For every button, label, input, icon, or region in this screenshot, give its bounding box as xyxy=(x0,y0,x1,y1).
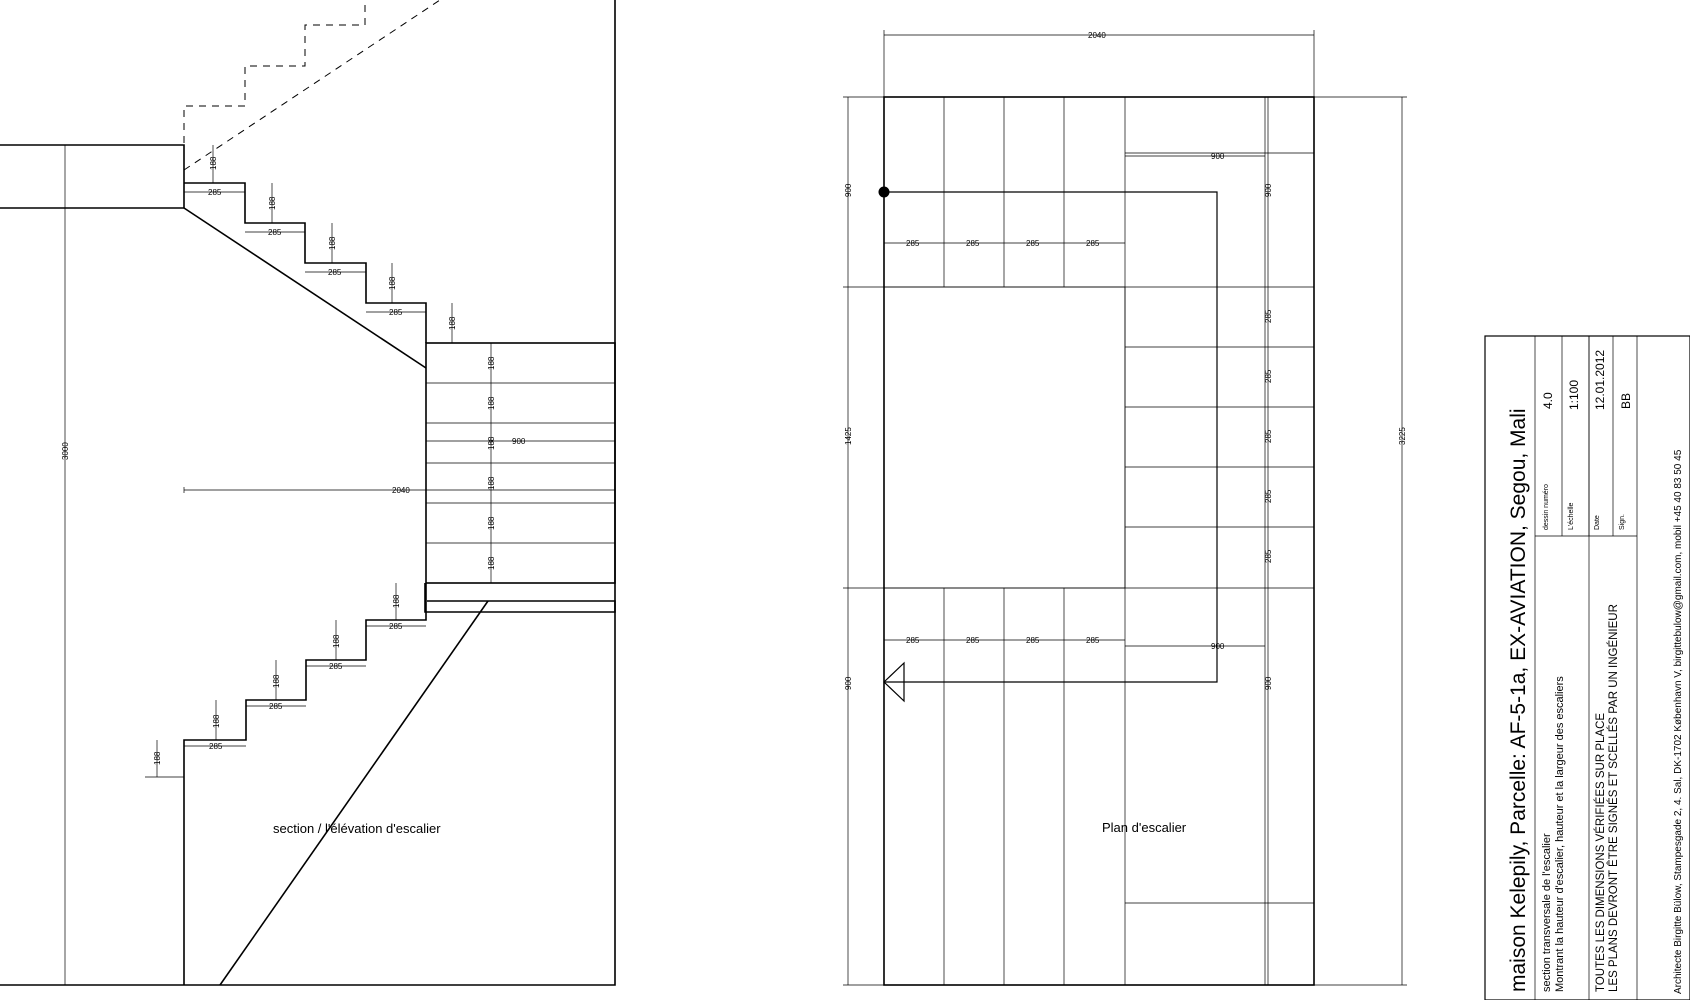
dashed-diagonal xyxy=(183,0,441,171)
plan-right-tread-dim: 285 xyxy=(1264,309,1273,323)
plan-top-tread-dim: 285 xyxy=(1026,239,1040,248)
scale-label: L'échelle xyxy=(1568,502,1575,530)
plan-top-tread-dim: 285 xyxy=(1086,239,1100,248)
section-caption: section / l'élévation d'escalier xyxy=(273,821,441,836)
landing-tread-lines xyxy=(426,382,615,544)
plan-total-depth-dim: 3225 xyxy=(1398,427,1407,445)
plan-right-tread-dim: 285 xyxy=(1264,489,1273,503)
date-label: Date xyxy=(1594,515,1601,530)
plan-landing-dim: 900 xyxy=(1264,183,1273,197)
drawing-number: 4.0 xyxy=(1541,392,1555,409)
stairwell-void xyxy=(883,286,1126,589)
plan-landing-dim: 900 xyxy=(1211,152,1225,161)
landing-riser-dim: 188 xyxy=(487,556,496,570)
upper-riser-dim: 188 xyxy=(268,196,277,210)
plan-bottom-tread-dim: 285 xyxy=(1026,636,1040,645)
lower-riser-dim: 188 xyxy=(332,634,341,648)
landing-riser-dim: 188 xyxy=(487,356,496,370)
lower-flight-steps xyxy=(183,583,427,985)
title-block-frame xyxy=(1484,335,1690,1000)
upper-flight-dashed-outline xyxy=(183,0,366,143)
lower-tread-dim: 285 xyxy=(389,622,403,631)
upper-floor-slab xyxy=(0,144,185,209)
drawing-title: maison Kelepily, Parcelle: AF-5-1a, EX-A… xyxy=(1507,408,1530,992)
stair-plan: 2040 900 1425 900 3225 285 285 285 285 2… xyxy=(843,30,1407,986)
lower-tread-dim: 285 xyxy=(209,742,223,751)
plan-dimension-lines xyxy=(843,30,1407,986)
sign-value: BB xyxy=(1619,393,1633,409)
architect-contact: Architecte Birgitte Bülow, Stampesgade 2… xyxy=(1673,449,1684,994)
plan-left-dim: 1425 xyxy=(844,427,853,445)
drawing-description: Montrant la hauteur d'escalier, hauteur … xyxy=(1554,676,1566,992)
plan-left-dim: 900 xyxy=(844,183,853,197)
plan-left-dim: 900 xyxy=(844,676,853,690)
walking-line-start-dot xyxy=(878,186,890,198)
sign-label: Sign. xyxy=(1619,514,1626,530)
plan-outline xyxy=(883,96,1315,986)
stair-section: 3000 2040 900 188 188 188 188 188 285 28… xyxy=(0,0,616,986)
plan-bottom-tread-dim: 285 xyxy=(966,636,980,645)
title-block: maison Kelepily, Parcelle: AF-5-1a, EX-A… xyxy=(1484,335,1690,1000)
upper-riser-dim: 188 xyxy=(448,316,457,330)
lower-tread-dim: 285 xyxy=(329,662,343,671)
lower-tread-dim: 285 xyxy=(269,702,283,711)
plan-landing-dim: 900 xyxy=(1264,676,1273,690)
landing-width-dim: 900 xyxy=(512,437,526,446)
landing-riser-dim: 188 xyxy=(487,436,496,450)
right-wall-lower xyxy=(0,600,616,986)
plan-width-dim: 2040 xyxy=(1088,31,1106,40)
plan-right-tread-dim: 285 xyxy=(1264,429,1273,443)
walking-line-arrow xyxy=(883,661,905,703)
plan-right-tread-dim: 285 xyxy=(1264,369,1273,383)
upper-tread-dim: 285 xyxy=(328,268,342,277)
engineer-note: LES PLANS DEVRONT ÊTRE SIGNÉS ET SCELLÉS… xyxy=(1607,604,1620,992)
plan-landing-dim: 900 xyxy=(1211,642,1225,651)
landing-riser-dim: 188 xyxy=(487,476,496,490)
drawing-description: section transversale de l'escalier xyxy=(1541,833,1553,992)
plan-right-tread-dim: 285 xyxy=(1264,549,1273,563)
plan-top-tread-dim: 285 xyxy=(906,239,920,248)
upper-tread-dim: 285 xyxy=(208,188,222,197)
width-dim: 2040 xyxy=(392,486,410,495)
drawing-number-label: dessin numéro xyxy=(1543,484,1550,530)
plan-bottom-tread-dim: 285 xyxy=(906,636,920,645)
lower-riser-dim: 188 xyxy=(212,714,221,728)
date-value: 12.01.2012 xyxy=(1593,350,1607,410)
lower-riser-dim: 188 xyxy=(153,751,162,765)
height-dim: 3000 xyxy=(61,442,70,460)
plan-tread-lines xyxy=(884,97,1314,985)
upper-tread-dim: 285 xyxy=(268,228,282,237)
plan-bottom-tread-dim: 285 xyxy=(1086,636,1100,645)
plan-caption: Plan d'escalier xyxy=(1102,820,1187,835)
scale-value: 1:100 xyxy=(1567,380,1581,410)
upper-flight-soffit xyxy=(183,207,427,369)
lower-flight-soffit xyxy=(219,600,489,986)
plan-top-tread-dim: 285 xyxy=(966,239,980,248)
landing-riser-dim: 188 xyxy=(487,396,496,410)
upper-tread-dim: 285 xyxy=(389,308,403,317)
walking-line xyxy=(884,191,1218,683)
lower-riser-dim: 188 xyxy=(392,594,401,608)
section-dimension-lines xyxy=(64,145,615,985)
upper-riser-dim: 188 xyxy=(388,276,397,290)
upper-riser-dim: 188 xyxy=(209,156,218,170)
landing-riser-dim: 188 xyxy=(487,516,496,530)
dimensions-note: TOUTES LES DIMENSIONS VÉRIFIÉES SUR PLAC… xyxy=(1594,713,1607,992)
lower-riser-dim: 188 xyxy=(272,674,281,688)
right-wall-upper xyxy=(424,0,616,613)
title-block-dividers xyxy=(1534,336,1638,1000)
upper-flight-steps xyxy=(184,182,427,343)
upper-riser-dim: 188 xyxy=(328,236,337,250)
